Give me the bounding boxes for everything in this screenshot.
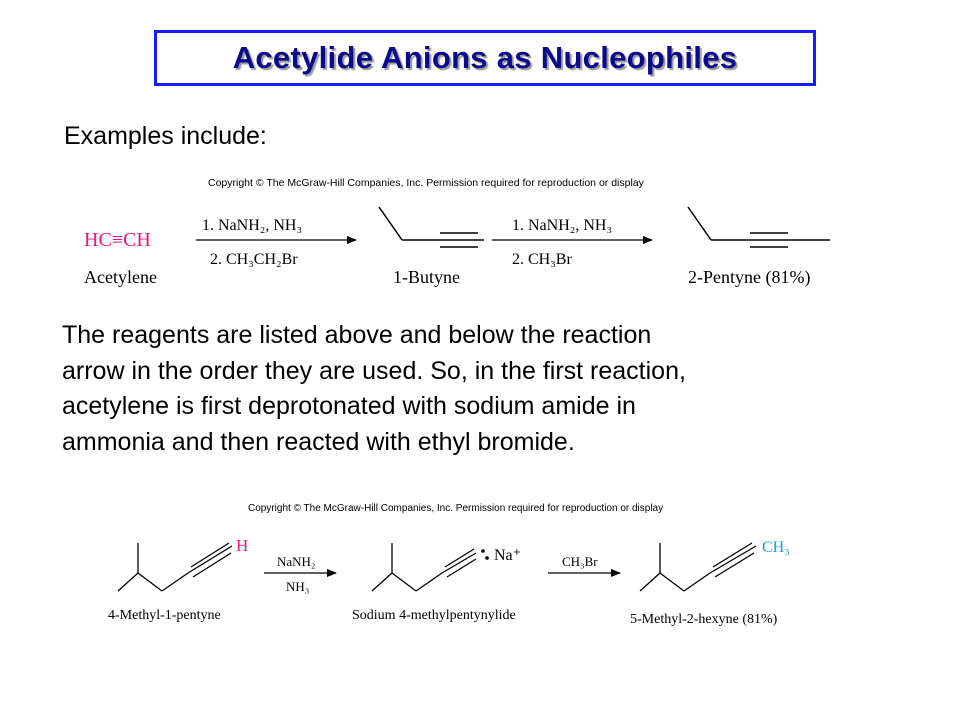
paragraph-line: arrow in the order they are used. So, in… bbox=[62, 356, 686, 385]
arrow3-reagent-bottom: NH₃ bbox=[286, 579, 309, 594]
lone-pair-dots bbox=[481, 549, 489, 560]
slide-title: Acetylide Anions as Nucleophiles bbox=[232, 40, 738, 75]
pentyne-label: 2-Pentyne (81%) bbox=[688, 267, 810, 288]
sodium-ion: Na⁺ bbox=[494, 547, 521, 564]
pentyne-structure bbox=[687, 206, 830, 248]
methyl-group: CH₃ bbox=[762, 539, 790, 556]
paragraph-line: ammonia and then reacted with ethyl brom… bbox=[62, 427, 575, 456]
copyright-notice-2: Copyright © The McGraw-Hill Companies, I… bbox=[248, 503, 663, 514]
paragraph-line: The reagents are listed above and below … bbox=[62, 321, 652, 349]
terminal-hydrogen: H bbox=[236, 536, 248, 555]
butyne-label: 1-Butyne bbox=[393, 267, 460, 287]
arrow1-reagent-top: 1. NaNH₂, NH₃ bbox=[202, 217, 302, 234]
arrow2-reagent-top: 1. NaNH₂, NH₃ bbox=[512, 217, 612, 234]
methylhexyne-structure bbox=[639, 542, 757, 592]
methylpentyne-structure bbox=[117, 542, 233, 592]
methylpentynylide-label: Sodium 4-methylpentynylide bbox=[352, 608, 516, 623]
acetylene-label: Acetylene bbox=[84, 267, 157, 287]
acetylene-formula: HC≡CH bbox=[84, 229, 151, 251]
paragraph-line: acetylene is first deprotonated with sod… bbox=[62, 392, 636, 420]
methylhexyne-label: 5-Methyl-2-hexyne (81%) bbox=[630, 612, 778, 627]
title-box: Acetylide Anions as Nucleophiles bbox=[154, 30, 816, 86]
arrow1-reagent-bottom: 2. CH₃CH₂Br bbox=[210, 251, 298, 268]
intro-text: Examples include: bbox=[64, 122, 267, 150]
arrow4-reagent-top: CH₃Br bbox=[562, 554, 598, 569]
methylpentyne-label: 4-Methyl-1-pentyne bbox=[108, 608, 221, 623]
arrow3-reagent-top: NaNH₂ bbox=[277, 554, 315, 569]
copyright-notice-1: Copyright © The McGraw-Hill Companies, I… bbox=[208, 177, 645, 189]
butyne-structure bbox=[378, 206, 484, 248]
methylpentynylide-structure bbox=[371, 543, 477, 592]
arrow2-reagent-bottom: 2. CH₃Br bbox=[512, 251, 572, 268]
explanation-paragraph: The reagents are listed above and below … bbox=[62, 318, 932, 460]
